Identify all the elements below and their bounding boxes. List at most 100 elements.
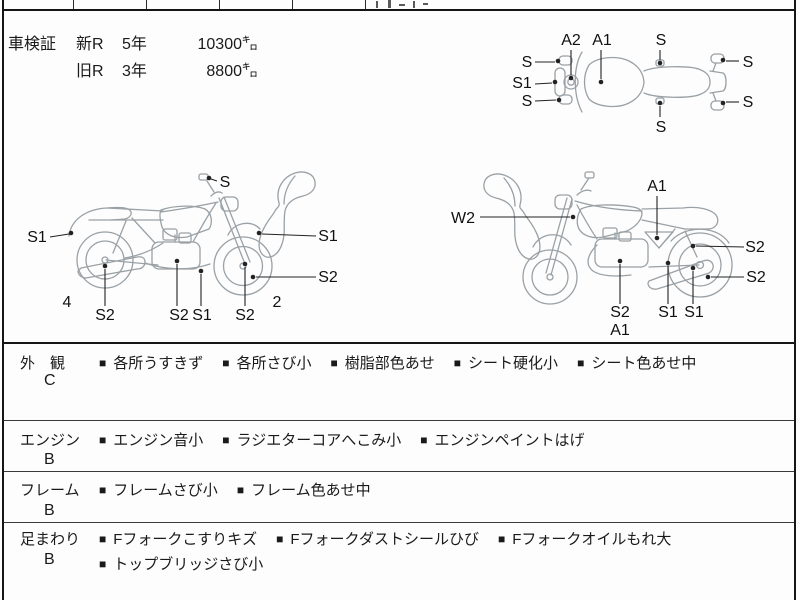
- shaken-label: 車検証: [8, 36, 57, 53]
- condition-item: ■ トップブリッジさび小: [99, 553, 263, 574]
- condition-item: ■ 各所うすきず: [99, 352, 203, 373]
- callout-label: W2: [451, 210, 475, 227]
- condition-grade: B: [44, 502, 55, 519]
- condition-item: ■樹脂部色あせ: [331, 352, 435, 373]
- callout-dot: [198, 268, 204, 274]
- bullet-square-icon: ■: [99, 557, 107, 571]
- condition-item-text: シート色あせ中: [591, 355, 697, 372]
- callout-label: S: [522, 93, 533, 110]
- shaken-km: 10300㌔: [197, 36, 259, 53]
- condition-item: ■ フレームさび小: [99, 479, 218, 500]
- condition-item: ■フレーム色あせ中: [237, 479, 371, 500]
- bullet-square-icon: ■: [99, 356, 107, 370]
- condition-item: ■ Fフォークこすりキズ: [99, 528, 257, 549]
- callout-label: S1: [27, 229, 47, 246]
- condition-category: 足まわり: [20, 531, 81, 548]
- condition-item: ■エンジン音小: [99, 429, 203, 450]
- callout-label: S1: [684, 304, 704, 321]
- condition-grade: B: [44, 551, 55, 568]
- table-column-divider: [73, 0, 74, 9]
- callout-label: S2: [318, 269, 338, 286]
- table-row-divider: [4, 471, 794, 472]
- table-column-divider: [146, 0, 147, 9]
- condition-grade: B: [44, 451, 55, 468]
- callout-dot: [68, 230, 74, 236]
- callout-dot: [665, 260, 671, 266]
- callout-dot: [690, 265, 696, 271]
- callout-dot: [206, 175, 212, 181]
- callout-label: S2: [235, 307, 255, 324]
- callout-label: S: [656, 119, 667, 136]
- callout-dot: [598, 79, 604, 85]
- condition-item-text: フレームさび小: [113, 482, 218, 499]
- callout-label: A1: [647, 178, 667, 195]
- callout-label: S: [522, 54, 533, 71]
- clipped-text-fragment: [388, 0, 391, 8]
- callout-label: S1: [192, 307, 212, 324]
- callout-label: S: [743, 94, 754, 111]
- table-column-divider: [365, 0, 366, 9]
- condition-category: エンジン: [20, 432, 81, 449]
- condition-item-text: トップブリッジさび小: [113, 556, 264, 573]
- condition-grade: C: [44, 372, 56, 389]
- callout-dot: [657, 100, 663, 106]
- callout-dot: [242, 261, 248, 267]
- callout-dot: [174, 258, 180, 264]
- bullet-square-icon: ■: [276, 532, 284, 546]
- condition-item: ■シート色あせ中: [577, 352, 696, 373]
- callout-label: 2: [273, 294, 282, 311]
- condition-item: ■ エンジンペイントはげ: [420, 429, 584, 450]
- condition-items: ■エンジン音小■ラジエターコアへこみ小■エンジンペイントはげ: [99, 429, 784, 450]
- callout-label: S: [656, 32, 667, 49]
- condition-item: ■Fフォークオイルもれ大: [498, 528, 671, 549]
- callout-label: S2: [745, 239, 765, 256]
- sheet-border-top: [2, 9, 796, 11]
- callout-dot: [657, 60, 663, 66]
- callout-dot: [720, 100, 726, 106]
- callout-dot: [690, 243, 696, 249]
- bullet-square-icon: ■: [236, 483, 245, 497]
- callout-line: [210, 178, 218, 182]
- condition-item: ■各所さび小: [222, 352, 311, 373]
- condition-item-text: シート硬化小: [468, 355, 559, 372]
- callout-label: A1: [592, 32, 612, 49]
- condition-item-text: 各所うすきず: [113, 355, 204, 372]
- callout-dot: [570, 214, 576, 220]
- condition-items: ■各所うすきず■各所さび小■樹脂部色あせ■シート硬化小■シート色あせ中: [99, 352, 784, 373]
- callout-dot: [552, 79, 558, 85]
- callout-label: S1: [318, 228, 338, 245]
- callout-dot: [556, 97, 562, 103]
- motorcycle-top-view-art: [554, 51, 727, 113]
- bullet-square-icon: ■: [420, 433, 428, 447]
- bullet-square-icon: ■: [330, 356, 338, 370]
- table-row-divider: [4, 420, 794, 421]
- condition-item-text: エンジンペイントはげ: [434, 432, 585, 449]
- bullet-square-icon: ■: [99, 532, 107, 546]
- bullet-square-icon: ■: [222, 433, 230, 447]
- callout-label: S1: [658, 304, 678, 321]
- callout-label: S: [220, 174, 231, 191]
- condition-item: ■シート硬化小: [454, 352, 558, 373]
- callout-line: [49, 233, 70, 238]
- callout-dot: [705, 274, 711, 280]
- clipped-text-fragment: [399, 4, 405, 6]
- motorcycle-left-side-art: [68, 173, 273, 296]
- callout-label: S2: [610, 304, 630, 321]
- shaken-era: 旧R: [76, 63, 104, 80]
- callout-label: S2: [95, 307, 115, 324]
- bullet-square-icon: ■: [99, 483, 107, 497]
- callout-line: [534, 82, 553, 85]
- clipped-text-fragment: [413, 1, 415, 8]
- sheet-border-left: [2, 0, 4, 600]
- callout-label: S2: [169, 307, 189, 324]
- bullet-square-icon: ■: [99, 433, 107, 447]
- condition-item-text: Fフォークこすりキズ: [113, 531, 258, 548]
- motorcycle-right-side-art: [522, 171, 733, 305]
- bullet-square-icon: ■: [222, 356, 230, 370]
- condition-item: ■Fフォークダストシールひび: [276, 528, 479, 549]
